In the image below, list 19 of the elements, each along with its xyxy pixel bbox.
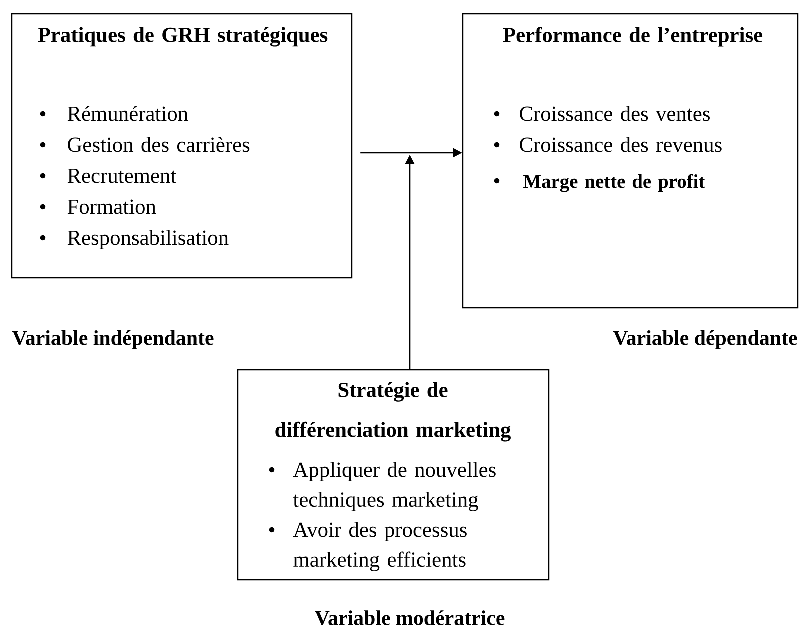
variable-box [462, 13, 799, 350]
bullet-item: Recrutement [40, 168, 177, 184]
bullet-item: Avoir des processus marketing efficients [269, 522, 467, 572]
bullet-item: Responsabilisation [40, 230, 229, 250]
variable-box [11, 13, 353, 350]
variable-box [237, 369, 550, 626]
bullet-item: Marge nette de profit [494, 174, 706, 192]
bullet-item: Croissance des revenus [494, 137, 722, 152]
bullet-item: Rémunération [40, 106, 188, 122]
bullet-item: Gestion des carrières [40, 137, 250, 152]
variable-label: Variable modératrice [315, 610, 505, 626]
variable-label: Variable indépendante [12, 330, 214, 350]
box-heading: Stratégie de différenciation marketing [276, 382, 511, 442]
variable-label: Variable dépendante [613, 330, 798, 350]
box-heading: Pratiques de GRH stratégiques [38, 27, 328, 47]
bullet-item: Formation [40, 200, 156, 214]
bullet-item: Croissance des ventes [494, 106, 710, 122]
box-heading: Performance de l’entreprise [503, 27, 763, 47]
bullet-item: Appliquer de nouvelles techniques marketing [269, 462, 496, 512]
